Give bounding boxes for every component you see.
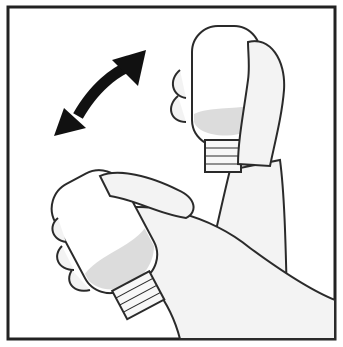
curved-double-arrow-icon xyxy=(54,50,146,136)
lower-hand-holding-bottle xyxy=(42,160,335,339)
